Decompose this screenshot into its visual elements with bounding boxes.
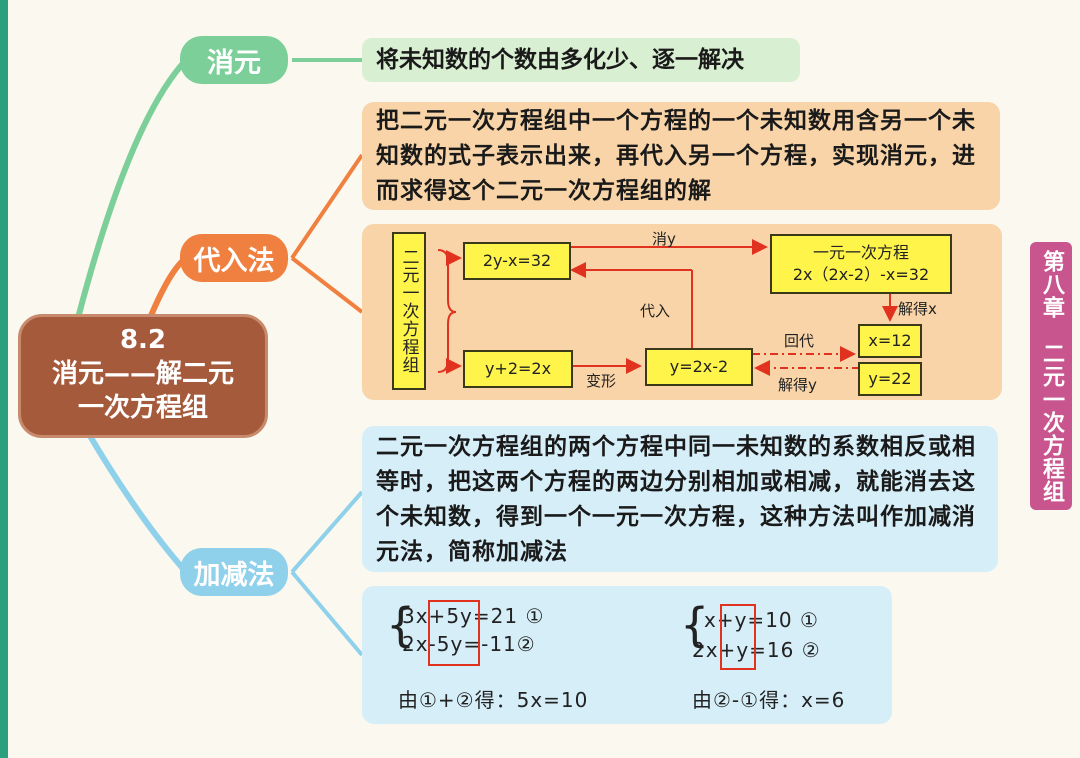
flow-single-var: 一元一次方程 2x（2x-2）-x=32 xyxy=(770,234,952,294)
connector-sub-desc xyxy=(290,153,364,260)
example1-highlight xyxy=(428,600,480,666)
example1-eq1: 3x+5y=21 ① xyxy=(402,604,545,628)
flow-y-result: y=22 xyxy=(858,362,922,396)
connector-elimination xyxy=(75,57,189,319)
connector-add-examples xyxy=(290,570,364,657)
label-transform: 变形 xyxy=(586,372,617,390)
label-eliminate-y: 消y xyxy=(652,230,676,248)
connector-addsub xyxy=(87,434,189,574)
branch-substitution: 代入法 xyxy=(180,234,288,282)
example1-result: 由①+②得：5x=10 xyxy=(398,688,589,712)
flow-eq1: 2y-x=32 xyxy=(463,242,571,280)
label-back-substitute: 回代 xyxy=(784,332,815,350)
branch-addsub: 加减法 xyxy=(180,548,288,596)
flow-x-result: x=12 xyxy=(858,324,922,358)
center-number: 8.2 xyxy=(119,325,167,355)
label-solve-x: 解得x xyxy=(898,300,937,318)
elimination-description: 将未知数的个数由多化少、逐一解决 xyxy=(362,38,800,82)
center-title-line1: 消元——解二元 xyxy=(51,359,234,389)
flow-single-var-eq: 2x（2x-2）-x=32 xyxy=(792,265,930,284)
label-solve-y: 解得y xyxy=(778,376,817,394)
substitution-description: 把二元一次方程组中一个方程的一个未知数用含另一个未知数的式子表示出来，再代入另一… xyxy=(362,102,1000,210)
center-title-line2: 一次方程组 xyxy=(77,393,208,423)
system-brace xyxy=(437,249,457,373)
connector-add-desc xyxy=(290,490,364,574)
flow-system-label: 二元一次方程组 xyxy=(392,232,426,390)
example1-brace: { xyxy=(386,598,416,652)
addsub-examples xyxy=(362,586,892,724)
flow-eq2: y+2=2x xyxy=(463,350,573,388)
branch-elimination: 消元 xyxy=(180,36,288,84)
connector-sub-flow xyxy=(290,256,364,314)
example1-eq2: 2x-5y=-11② xyxy=(402,632,536,656)
example2-result: 由②-①得：x=6 xyxy=(692,688,846,712)
label-substitute: 代入 xyxy=(640,302,671,320)
example2-eq2: 2x+y=16 ② xyxy=(692,638,821,662)
page-edge xyxy=(0,0,8,758)
flow-transformed: y=2x-2 xyxy=(645,348,753,386)
flow-single-var-title: 一元一次方程 xyxy=(812,243,909,262)
example2-brace: { xyxy=(680,598,710,652)
addsub-description: 二元一次方程组的两个方程中同一未知数的系数相反或相等时，把这两个方程的两边分别相… xyxy=(362,426,998,572)
chapter-side-tab: 第八章 二元一次方程组 xyxy=(1030,242,1072,510)
example2-highlight xyxy=(720,604,756,670)
example2-eq1: x+y=10 ① xyxy=(704,608,819,632)
center-node: 8.2 消元——解二元 一次方程组 xyxy=(18,314,268,438)
